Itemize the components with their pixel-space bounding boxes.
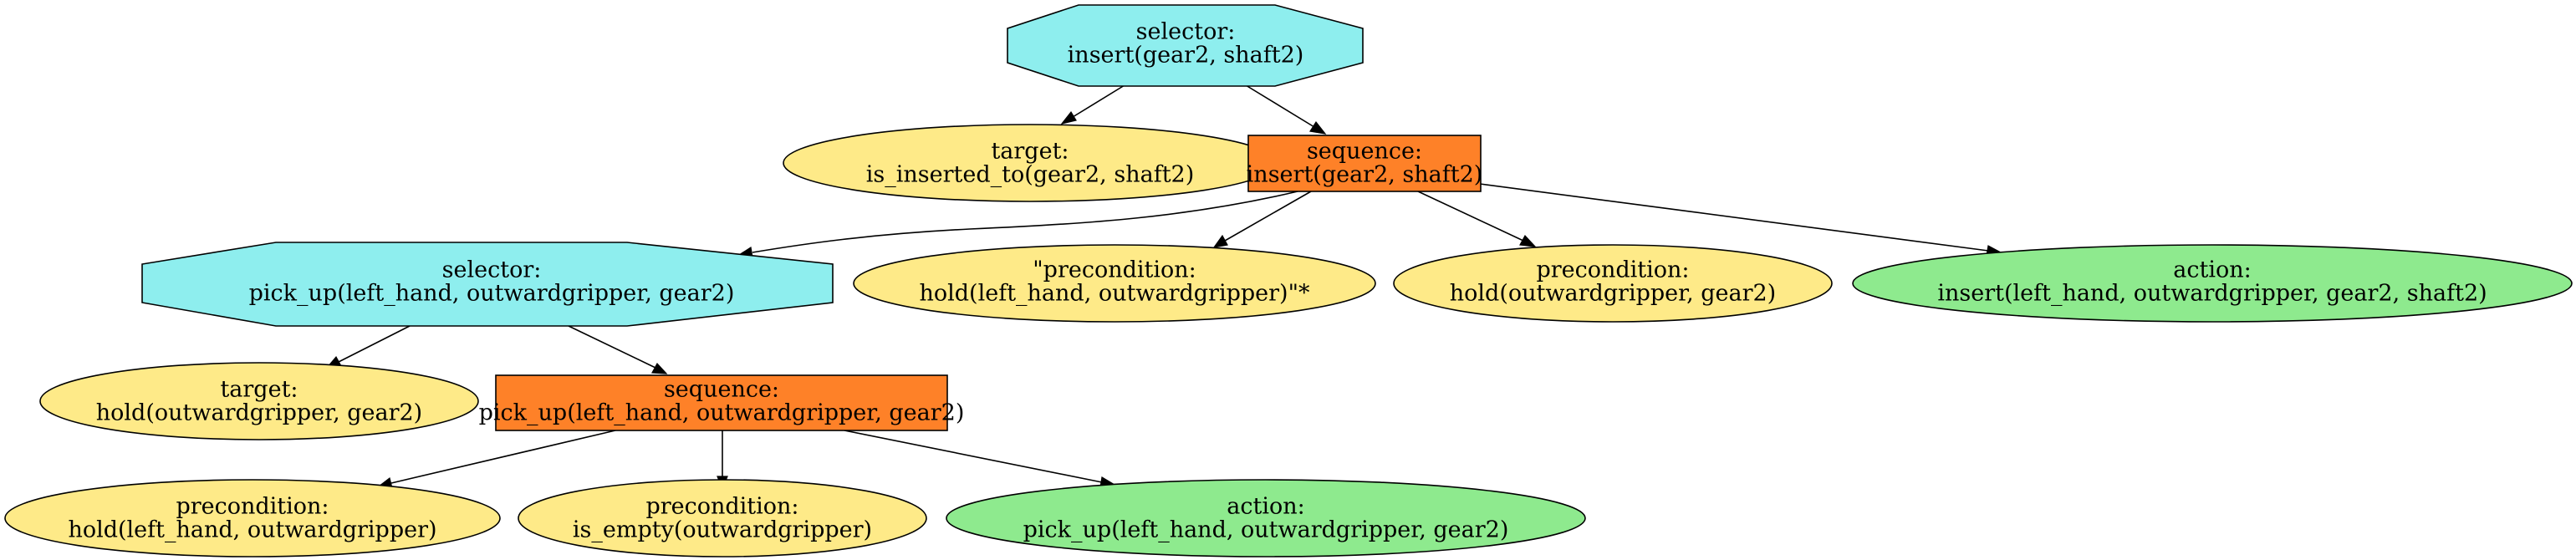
node-label-line1: sequence:: [664, 377, 779, 403]
node-label-line1: action:: [1227, 494, 1304, 520]
node-label-line1: precondition:: [645, 494, 798, 520]
node-selector-pickup: selector: pick_up(left_hand, outwardgrip…: [141, 242, 834, 327]
condition-ellipse-shape: [853, 244, 1376, 323]
nodes: selector: insert(gear2, shaft2) target: …: [4, 4, 2573, 557]
node-label-line2: hold(outwardgripper, gear2): [96, 400, 422, 426]
node-label-line1: action:: [2173, 257, 2251, 283]
edge-root-target1: [1060, 84, 1125, 125]
condition-ellipse-shape: [518, 479, 927, 557]
node-target-inserted: target: is_inserted_to(gear2, shaft2): [783, 124, 1278, 202]
edge-seq2-action-pickup: [844, 430, 1116, 488]
node-label-line2: pick_up(left_hand, outwardgripper, gear2…: [249, 281, 735, 307]
condition-ellipse-shape: [1393, 244, 1833, 323]
edge-sel2-target2: [325, 325, 411, 369]
selector-octagon-shape: [141, 242, 834, 327]
node-label-line1: precondition:: [1536, 257, 1689, 283]
node-label-line1: selector:: [442, 257, 542, 283]
node-label-line2: insert(gear2, shaft2): [1068, 43, 1304, 69]
node-sequence-insert: sequence: insert(gear2, shaft2): [1247, 135, 1483, 192]
node-label-line1: target:: [991, 139, 1069, 165]
node-label-line2: insert(gear2, shaft2): [1247, 162, 1483, 188]
node-target-hold-gear: target: hold(outwardgripper, gear2): [39, 362, 479, 440]
edge-seq1-precond-quoted: [1212, 191, 1312, 248]
condition-ellipse-shape: [39, 362, 479, 440]
node-label-line2: insert(left_hand, outwardgripper, gear2,…: [1937, 281, 2487, 307]
node-action-insert: action: insert(left_hand, outwardgripper…: [1852, 244, 2573, 323]
node-action-pickup: action: pick_up(left_hand, outwardgrippe…: [946, 479, 1586, 557]
node-precondition-hold-gear: precondition: hold(outwardgripper, gear2…: [1393, 244, 1833, 323]
edge-root-seq1: [1245, 84, 1327, 135]
edge-seq1-action-insert: [1479, 183, 2002, 257]
node-label-line2: hold(left_hand, outwardgripper): [68, 517, 436, 543]
node-label-line2: hold(outwardgripper, gear2): [1450, 281, 1776, 307]
node-label-line1: target:: [220, 377, 298, 403]
node-precondition-hold-hand: precondition: hold(left_hand, outwardgri…: [4, 479, 501, 557]
edge-seq1-precond-hold-gear: [1417, 191, 1537, 247]
node-label-line1: precondition:: [176, 494, 329, 520]
action-ellipse-shape: [946, 479, 1586, 557]
edge-sel2-seq2: [568, 325, 668, 374]
node-label-line2: hold(left_hand, outwardgripper)"*: [919, 281, 1310, 307]
node-label-line1: "precondition:: [1033, 257, 1196, 283]
node-label-line2: is_empty(outwardgripper): [573, 517, 872, 543]
action-ellipse-shape: [1852, 244, 2573, 323]
edges: [325, 84, 2002, 491]
sequence-rect-shape: [1247, 135, 1482, 192]
edge-seq2-precond-hold-hand: [377, 430, 616, 489]
condition-ellipse-shape: [4, 479, 501, 557]
node-label-line2: is_inserted_to(gear2, shaft2): [866, 162, 1195, 188]
selector-octagon-shape: [1007, 4, 1364, 87]
node-precondition-quoted: "precondition: hold(left_hand, outwardgr…: [853, 244, 1376, 323]
node-precondition-is-empty: precondition: is_empty(outwardgripper): [518, 479, 927, 557]
node-label-line1: sequence:: [1307, 139, 1422, 165]
sequence-rect-shape: [495, 374, 948, 431]
node-root-selector: selector: insert(gear2, shaft2): [1007, 4, 1364, 87]
node-label-line2: pick_up(left_hand, outwardgripper, gear2…: [1023, 517, 1509, 543]
node-label-line2: pick_up(left_hand, outwardgripper, gear2…: [479, 400, 965, 426]
node-sequence-pickup: sequence: pick_up(left_hand, outwardgrip…: [479, 374, 965, 431]
node-label-line1: selector:: [1136, 19, 1236, 45]
